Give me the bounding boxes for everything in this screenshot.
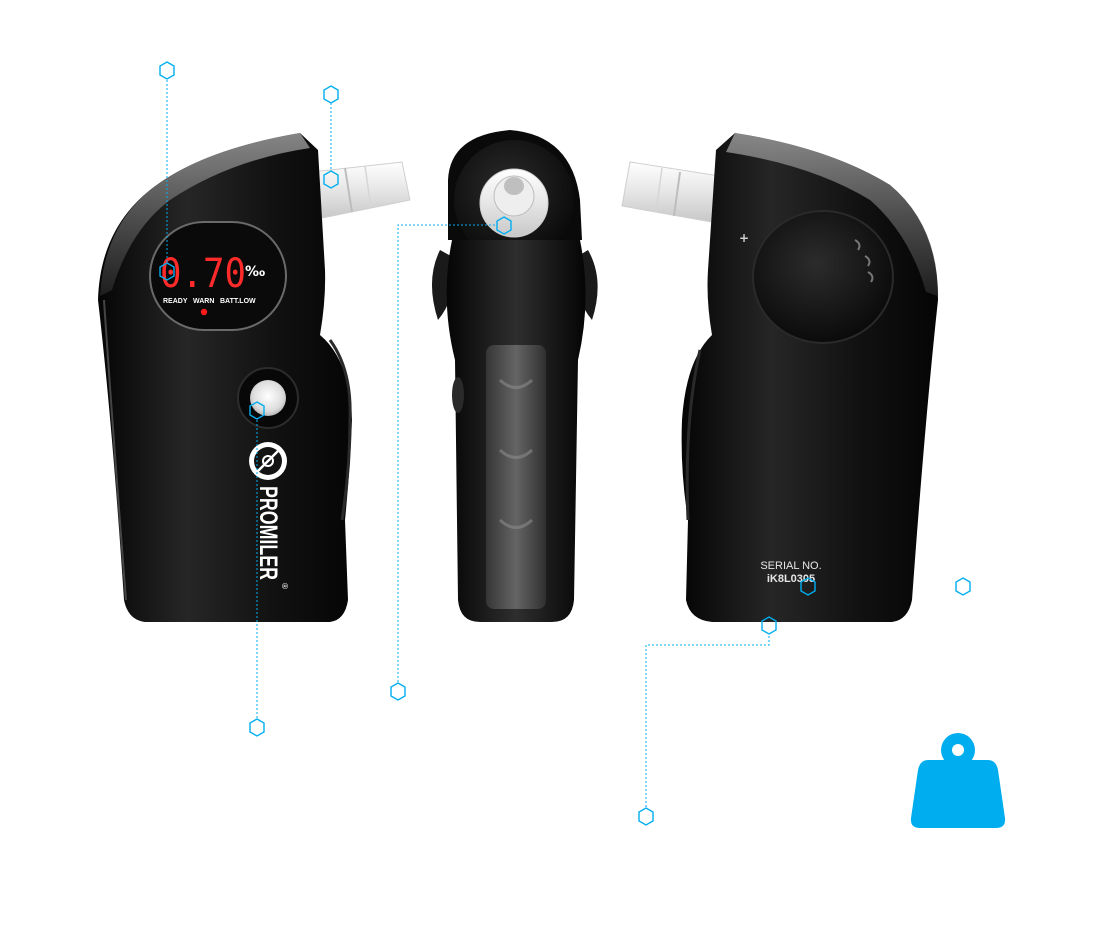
hexagon-hotspot-icon[interactable] [249, 718, 265, 737]
indicator-batt-label: BATT.LOW [220, 298, 256, 305]
promiler-logo: PROMILER ® [249, 442, 289, 590]
battery-cover [752, 210, 894, 344]
hexagon-hotspot-icon[interactable] [638, 807, 654, 826]
callout-lines [166, 80, 770, 807]
brand-text: PROMILER [254, 486, 282, 580]
hexagon-hotspot-icon[interactable] [761, 616, 777, 635]
weight-icon [910, 733, 1006, 828]
mouthpiece-top [479, 168, 549, 238]
callout-line-middle [397, 224, 496, 682]
device-right-view: + SERIAL NO. iK8L0305 [621, 133, 938, 622]
display-panel: 0.70 ‰ READY WARN BATT.LOW [149, 221, 287, 331]
hexagon-hotspot-icon[interactable] [390, 682, 406, 701]
hexagon-hotspot-icon[interactable] [496, 216, 512, 235]
indicator-warn-label: WARN [193, 298, 214, 305]
device-middle-view [431, 130, 598, 622]
serial-label: SERIAL NO. [760, 560, 821, 572]
mouthpiece-left [311, 161, 411, 219]
device-left-view: 0.70 ‰ READY WARN BATT.LOW PROMILER ® [98, 133, 411, 622]
power-button[interactable] [237, 367, 299, 429]
hexagon-hotspot-icon[interactable] [249, 401, 265, 420]
hexagon-hotspot-icon[interactable] [159, 61, 175, 80]
display-unit: ‰ [245, 264, 265, 280]
warn-led [200, 308, 208, 316]
mouthpiece-right [621, 161, 721, 223]
hexagon-hotspot-icon[interactable] [159, 262, 175, 281]
hexagon-hotspot-icon[interactable] [323, 85, 339, 104]
indicator-ready-label: READY [163, 298, 188, 305]
hexagon-hotspot-icon[interactable] [323, 170, 339, 189]
hexagon-hotspot-icon[interactable] [955, 577, 971, 596]
brand-registered-mark: ® [280, 582, 289, 590]
serial-value: iK8L0305 [767, 573, 815, 585]
hotspots [159, 61, 971, 826]
hexagon-hotspot-icon[interactable] [800, 577, 816, 596]
callout-line-serial [645, 635, 770, 807]
plus-sign: + [739, 231, 749, 245]
